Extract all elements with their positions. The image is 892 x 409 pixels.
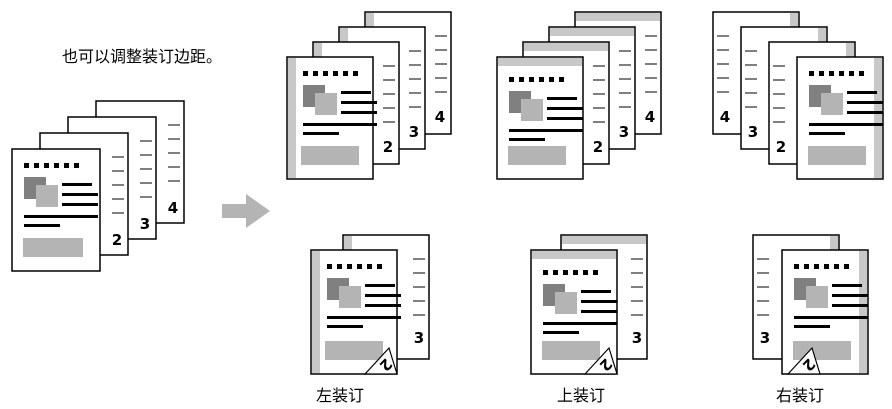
page-curl: [363, 346, 398, 375]
page-number: 3: [760, 329, 770, 347]
page-number: 3: [414, 329, 424, 347]
page-number: 4: [168, 199, 178, 217]
page-number: 2: [383, 138, 393, 156]
page-number: 3: [632, 329, 642, 347]
left-binding-duplex: 32: [310, 234, 430, 375]
original-document: 432: [11, 100, 185, 272]
page-number: 4: [435, 108, 445, 126]
top-binding-duplex: 32: [530, 234, 648, 375]
right-binding-stack: 432: [712, 11, 884, 180]
right-arrow-icon: [222, 194, 270, 228]
intro-text: 也可以调整装订边距。: [62, 47, 223, 66]
left-binding-stack: 432: [286, 11, 452, 180]
page-number: 2: [593, 138, 603, 156]
top-binding-stack: 432: [496, 11, 662, 180]
page-number: 3: [748, 123, 758, 141]
page-number: 2: [112, 231, 122, 249]
page-curl: [583, 346, 618, 375]
page-number: 3: [409, 123, 419, 141]
right-binding-label: 右装订: [776, 386, 825, 405]
top-binding-label: 上装订: [557, 386, 606, 405]
left-binding-label: 左装订: [316, 386, 365, 405]
page-number: 4: [645, 108, 655, 126]
right-binding-duplex: 32: [752, 234, 869, 375]
page-curl: [786, 346, 821, 375]
page-number: 3: [619, 123, 629, 141]
page-number: 2: [776, 138, 786, 156]
page-number: 4: [720, 108, 730, 126]
page-number: 3: [140, 215, 150, 233]
